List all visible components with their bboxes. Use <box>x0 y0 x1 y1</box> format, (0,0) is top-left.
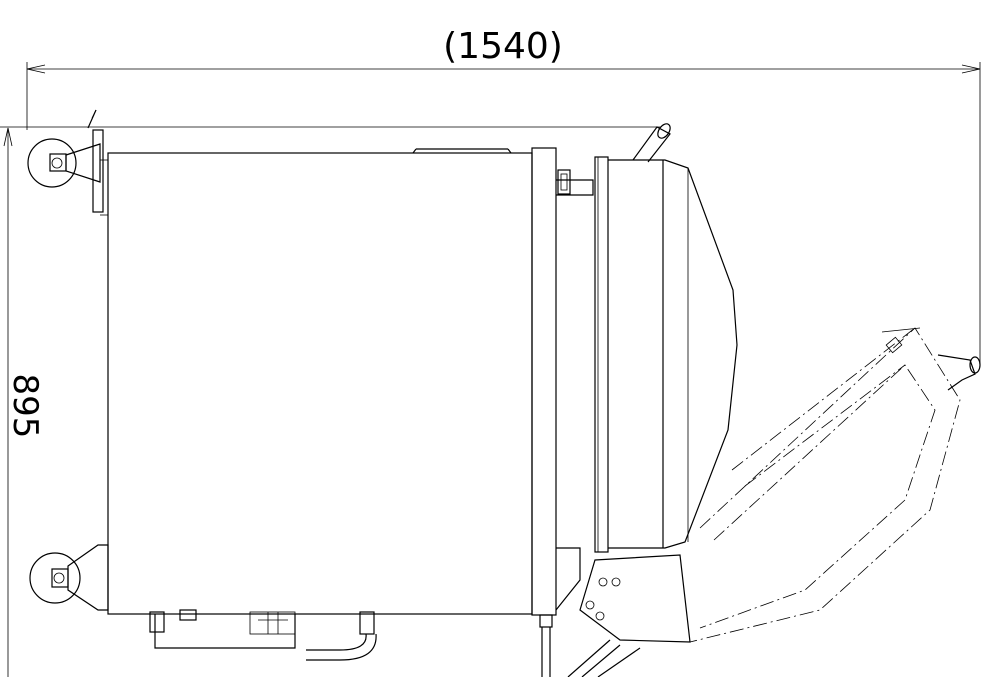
width-dimension: (1540) <box>26 26 981 365</box>
bottom-fittings <box>149 609 553 677</box>
width-dimension-label: (1540) <box>443 26 563 67</box>
hood-open-phantom <box>689 327 981 643</box>
top-caster <box>27 109 104 213</box>
cabinet-body <box>100 148 533 615</box>
bottom-caster <box>29 544 109 611</box>
hinge-bracket <box>567 554 691 677</box>
handle-top <box>632 123 671 163</box>
height-dimension: 895 <box>0 126 660 677</box>
door-frame <box>531 147 609 616</box>
hood-closed <box>608 159 738 549</box>
height-dimension-label: 895 <box>5 374 45 439</box>
